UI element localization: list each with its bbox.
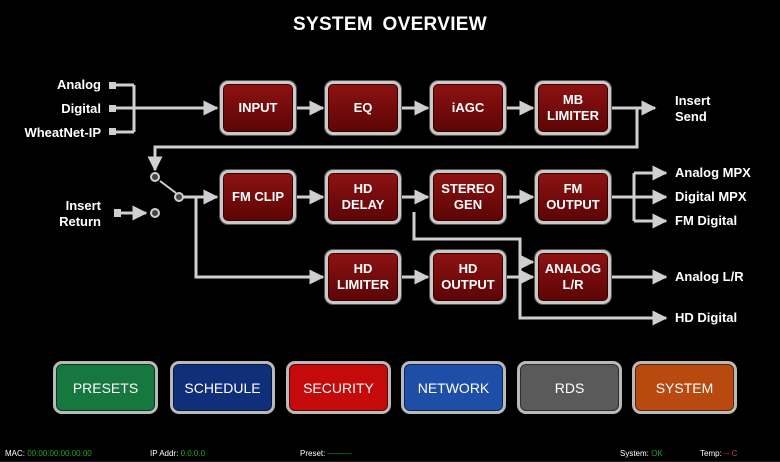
status-temp-value: -- C (724, 449, 738, 458)
output-label-digital-mpx: Digital MPX (675, 189, 747, 204)
output-label-analog-lr: Analog L/R (675, 269, 744, 284)
network-button[interactable]: NETWORK (401, 361, 506, 414)
status-preset: Preset: ——— (300, 446, 352, 461)
switch-contact-a (150, 172, 160, 182)
output-label-analog-mpx: Analog MPX (675, 165, 751, 180)
status-ip: IP Addr: 0.0.0.0 (150, 446, 205, 461)
status-mac-label: MAC: (5, 449, 25, 458)
block-eq[interactable]: EQ (325, 81, 401, 135)
status-temp-label: Temp: (700, 449, 722, 458)
input-port-digital (109, 105, 116, 112)
insert-send-label: Insert Send (675, 93, 711, 124)
page-title: SYSTEM OVERVIEW (293, 14, 487, 35)
system-button[interactable]: SYSTEM (632, 361, 737, 414)
hddelay-to-hddigital-arrow (412, 212, 668, 326)
output-label-fm-digital: FM Digital (675, 213, 738, 228)
block-stereo-gen[interactable]: STEREO GEN (430, 170, 506, 224)
status-preset-label: Preset: (300, 449, 326, 458)
input-port-wheatnet (109, 128, 116, 135)
status-ip-label: IP Addr: (150, 449, 179, 458)
insert-loop-line (147, 108, 639, 172)
block-hd-output[interactable]: HD OUTPUT (430, 250, 506, 304)
block-analog-lr[interactable]: ANALOG L/R (535, 250, 611, 304)
rds-button[interactable]: RDS (517, 361, 622, 414)
insert-return-port (114, 209, 121, 217)
status-bar: MAC: 00:00:00:00:00:00 IP Addr: 0.0.0.0 … (0, 446, 780, 462)
switch-to-hdlimiter-arrow (194, 197, 325, 285)
status-ip-value: 0.0.0.0 (180, 449, 206, 458)
block-mb-limiter[interactable]: MB LIMITER (535, 81, 611, 135)
block-hd-delay[interactable]: HD DELAY (325, 170, 401, 224)
switch-common (174, 192, 184, 202)
block-fm-output[interactable]: FM OUTPUT (535, 170, 611, 224)
status-system-label: System: (620, 449, 649, 458)
block-input[interactable]: INPUT (220, 81, 296, 135)
input-label-digital: Digital (61, 101, 101, 116)
presets-button[interactable]: PRESETS (53, 361, 158, 414)
switch-contact-b (150, 208, 160, 218)
status-preset-value: ——— (327, 449, 352, 458)
output-label-hd-digital: HD Digital (675, 310, 738, 325)
status-system-value: OK (651, 449, 663, 458)
security-button[interactable]: SECURITY (286, 361, 391, 414)
status-mac: MAC: 00:00:00:00:00:00 (5, 446, 92, 461)
block-iagc[interactable]: iAGC (430, 81, 506, 135)
block-fm-clip[interactable]: FM CLIP (220, 170, 296, 224)
status-temp: Temp: -- C (700, 446, 737, 461)
input-label-analog: Analog (56, 77, 101, 92)
block-hd-limiter[interactable]: HD LIMITER (325, 250, 401, 304)
switch-arm (159, 180, 177, 194)
insert-return-label: Insert Return (59, 198, 101, 229)
signal-flow-diagram (109, 82, 668, 326)
status-system: System: OK (620, 446, 663, 461)
schedule-button[interactable]: SCHEDULE (170, 361, 275, 414)
status-mac-value: 00:00:00:00:00:00 (27, 449, 92, 458)
input-port-analog (109, 82, 116, 89)
input-label-wheatnet: WheatNet-IP (24, 125, 101, 140)
